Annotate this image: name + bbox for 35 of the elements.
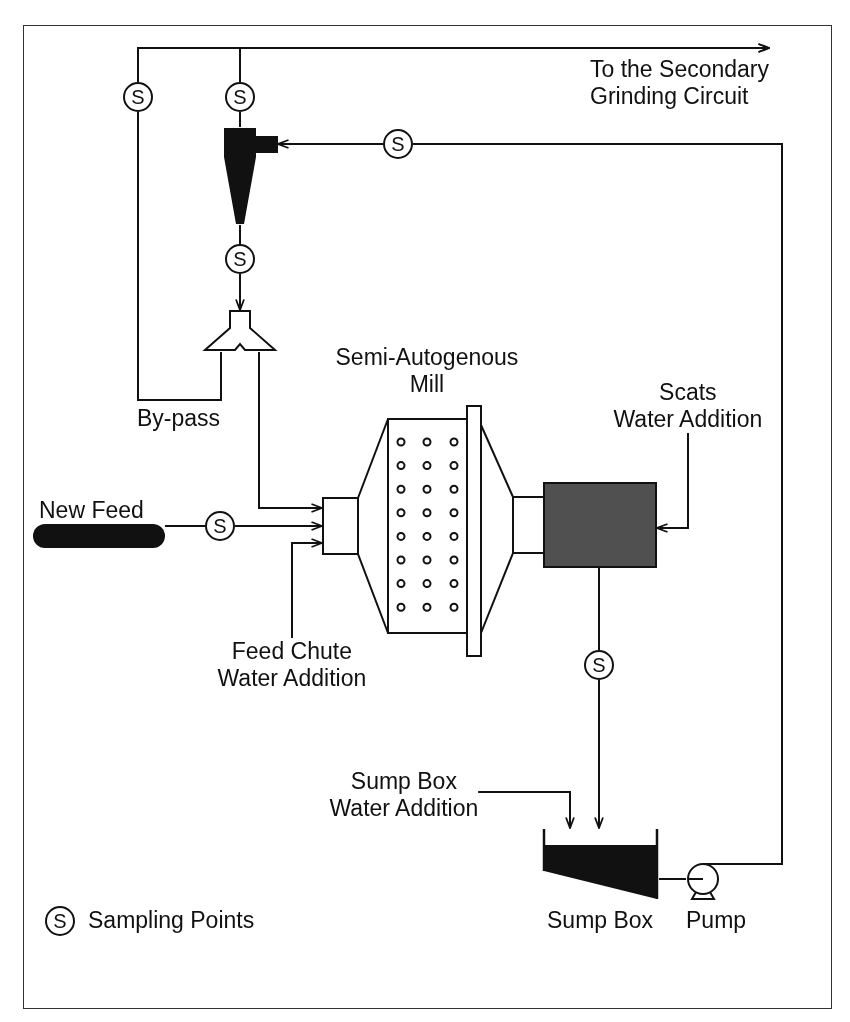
sampling-point: S [205, 511, 235, 541]
equipment-label: Sump Box [547, 907, 654, 934]
arrow [477, 791, 575, 829]
trommel-screen [543, 482, 657, 568]
legend-label: Sampling Points [88, 907, 255, 934]
arrow [656, 432, 689, 533]
flow-line [137, 111, 222, 401]
arrow [594, 679, 604, 829]
arrow [235, 273, 245, 311]
arrow [137, 43, 770, 83]
equipment-label: Pump [686, 907, 747, 934]
flow-line [239, 224, 241, 245]
stream-label: Scats Water Addition [613, 379, 763, 433]
sampling-point: S [383, 129, 413, 159]
flow-line [658, 878, 687, 880]
flow-line [164, 525, 206, 527]
sampling-point: S [123, 82, 153, 112]
splitter-drawing [203, 310, 277, 352]
sampling-point-symbol: S [45, 906, 75, 936]
flow-line [412, 143, 783, 865]
sampling-point: S [225, 82, 255, 112]
flow-line [239, 111, 241, 128]
equipment-label: New Feed [39, 497, 144, 524]
arrow [291, 538, 323, 639]
arrow [277, 139, 384, 149]
sampling-point: S [225, 244, 255, 274]
stream-label: Sump Box Water Addition [329, 768, 479, 822]
stream-label: To the Secondary Grinding Circuit [590, 56, 770, 110]
sampling-point: S [584, 650, 614, 680]
arrow [258, 351, 323, 513]
stream-label: Feed Chute Water Addition [217, 638, 367, 692]
arrow [234, 521, 323, 531]
flow-line [598, 567, 600, 651]
cyclone-drawing [222, 127, 278, 225]
equipment-label: Semi-Autogenous Mill [335, 344, 519, 398]
